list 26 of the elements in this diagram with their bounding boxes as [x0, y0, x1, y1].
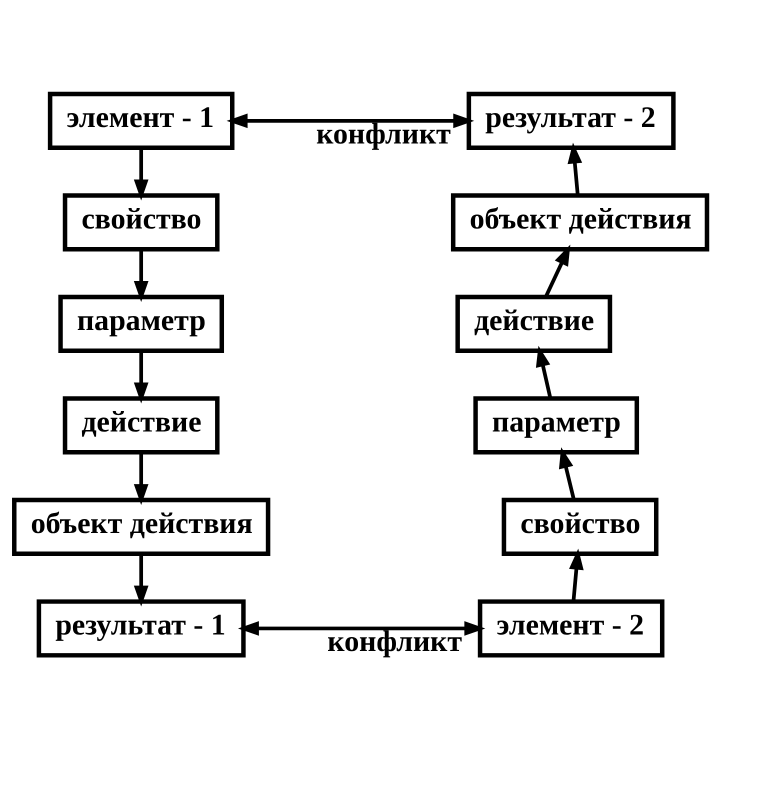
arrow — [238, 621, 486, 636]
arrow — [134, 554, 148, 607]
arrow — [134, 351, 148, 404]
arrow — [569, 548, 584, 602]
node-box: параметр — [473, 396, 640, 455]
arrow — [558, 447, 576, 500]
arrow — [226, 114, 474, 128]
node-box: свойство — [502, 498, 658, 556]
arrow — [536, 346, 552, 398]
arrow — [134, 250, 148, 302]
node-box: свойство — [62, 193, 220, 252]
edge-label: конфликт — [327, 624, 462, 658]
node-box: параметр — [58, 294, 224, 353]
node-box: результат - 2 — [466, 92, 676, 150]
node-box: объект действия — [450, 193, 710, 252]
node-box: элемент - 1 — [48, 92, 234, 150]
arrow — [544, 244, 570, 298]
node-box: действие — [455, 294, 612, 353]
node-box: действие — [62, 396, 220, 455]
arrow — [134, 452, 148, 506]
arrow — [568, 142, 582, 195]
node-box: элемент - 2 — [478, 599, 664, 658]
edge-label: конфликт — [316, 117, 451, 150]
node-box: результат - 1 — [36, 599, 246, 658]
arrow — [134, 148, 148, 200]
node-box: объект действия — [12, 498, 270, 556]
